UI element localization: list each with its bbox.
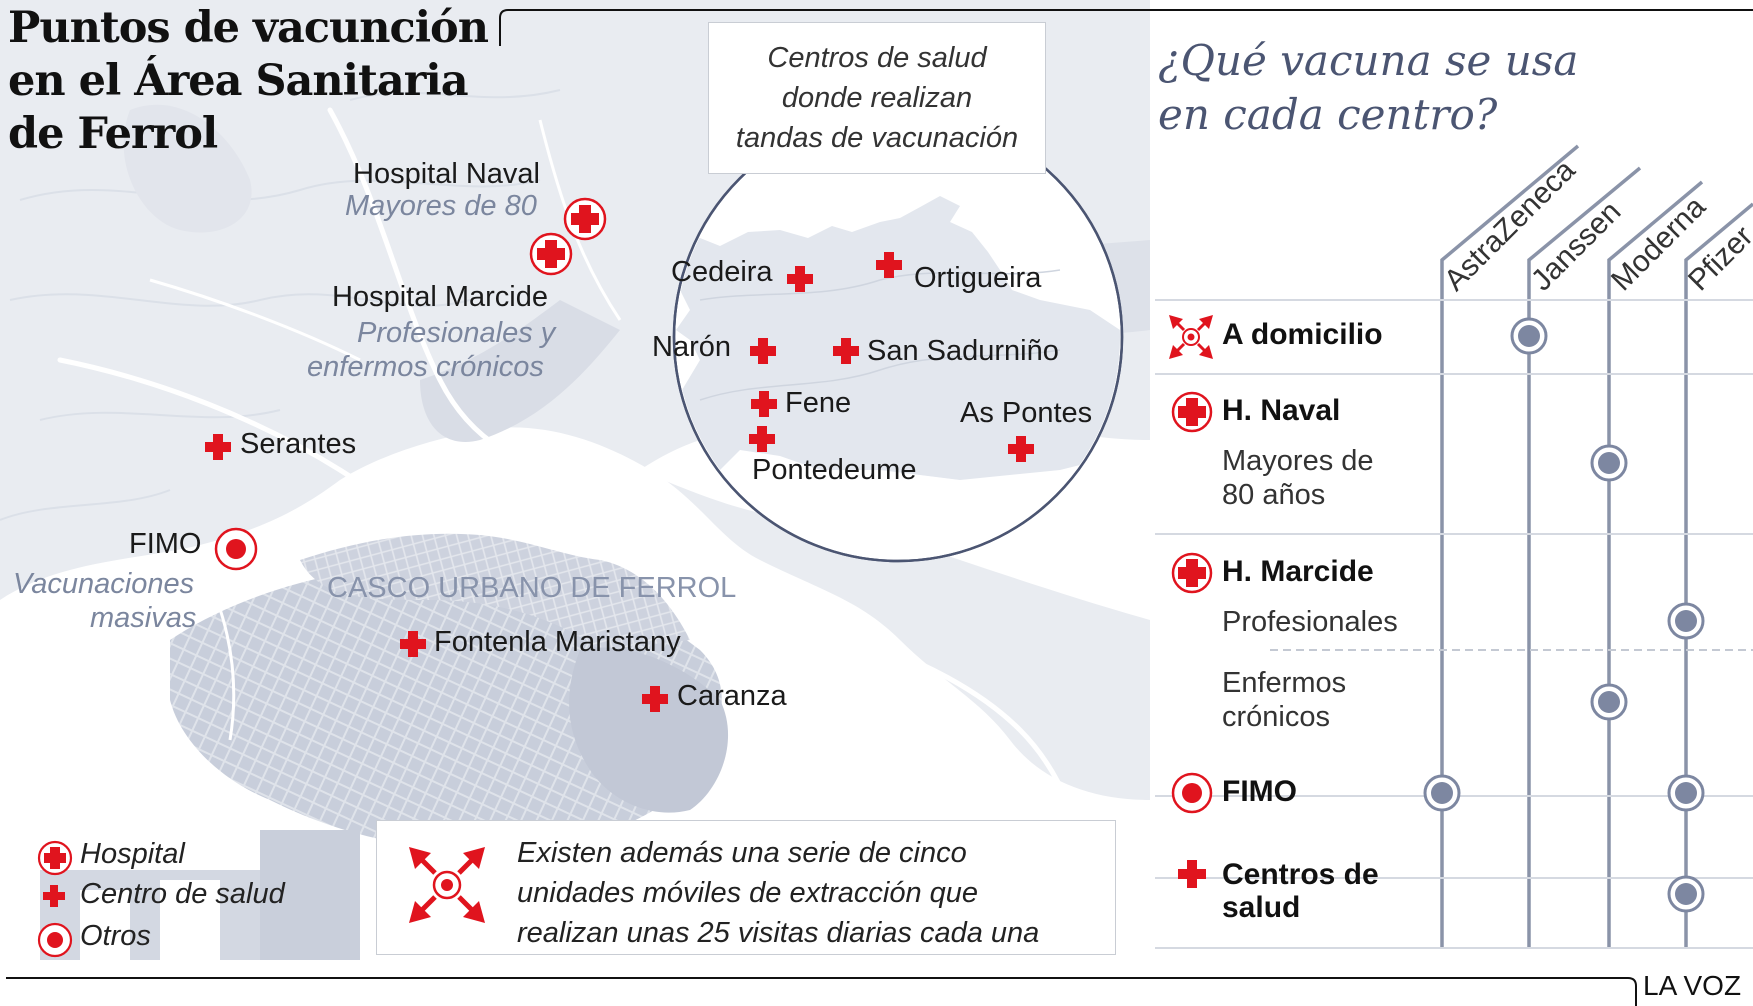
vaccine-table-title-line-2: en cada centro?	[1158, 90, 1498, 139]
note-hospital-marcide-1: Profesionales y	[357, 317, 556, 349]
note-line-3: realizan unas 25 visitas diarias cada un…	[517, 917, 1040, 949]
health-center-icon[interactable]	[832, 337, 860, 365]
other-point-icon	[1171, 772, 1213, 814]
inset-caption-line-1: Centros de salud	[767, 42, 987, 74]
label-caranza: Caranza	[677, 680, 787, 712]
legend-other-label: Otros	[80, 920, 151, 952]
health-center-icon[interactable]	[875, 251, 903, 279]
legend-health-center-icon	[43, 885, 65, 907]
inset-caption-line-3: tandas de vacunación	[735, 122, 1019, 154]
row-label-domicilio: A domicilio	[1222, 318, 1383, 351]
health-center-icon[interactable]	[786, 265, 814, 293]
label-fene: Fene	[785, 387, 852, 419]
note-line-1: Existen además una serie de cinco	[517, 837, 967, 869]
label-cedeira: Cedeira	[671, 256, 773, 288]
note-fimo-1: Vacunaciones	[13, 568, 195, 600]
note-line-2: unidades móviles de extracción que	[517, 877, 979, 909]
credit: LA VOZ	[1643, 970, 1742, 1001]
mobile-unit-icon	[1169, 315, 1213, 359]
label-pontedeume: Pontedeume	[752, 454, 917, 486]
row-sub-marcide-enf-line-2: crónicos	[1222, 701, 1330, 733]
label-ortigueira: Ortigueira	[914, 262, 1042, 294]
mobile-units-note: Existen además una serie de cinco unidad…	[376, 820, 1116, 955]
health-center-icon	[1178, 860, 1206, 888]
row-sub-marcide-enf-line-1: Enfermos	[1222, 667, 1347, 699]
row-label-naval: H. Naval	[1222, 394, 1341, 427]
legend-other-icon	[37, 922, 73, 958]
note-hospital-naval: Mayores de 80	[345, 190, 537, 222]
title-line-2: en el Área Sanitaria	[8, 56, 469, 106]
row-sub-naval-line-1: Mayores de	[1222, 445, 1374, 477]
title-line-3: de Ferrol	[8, 109, 218, 159]
row-sub-naval-line-2: 80 años	[1222, 479, 1326, 511]
row-label-centros-line-1: Centros de	[1222, 858, 1379, 891]
row-label-centros-line-2: salud	[1222, 891, 1301, 924]
label-naron: Narón	[652, 331, 731, 363]
health-center-icon[interactable]	[204, 433, 232, 461]
label-hospital-marcide: Hospital Marcide	[332, 281, 548, 313]
legend-hospital-icon	[37, 840, 73, 876]
label-fimo: FIMO	[129, 528, 202, 560]
note-text: Existen además una serie de cinco unidad…	[517, 833, 1039, 953]
page-title: Puntos de vacunción en el Área Sanitaria…	[8, 2, 489, 161]
legend-health-center-label: Centro de salud	[80, 878, 285, 910]
health-center-icon[interactable]	[1007, 435, 1035, 463]
health-center-icon[interactable]	[399, 630, 427, 658]
hospital-icon[interactable]	[528, 231, 574, 277]
label-hospital-naval: Hospital Naval	[353, 158, 540, 190]
label-fontenla-maristany: Fontenla Maristany	[434, 626, 681, 658]
row-sub-marcide-enf: Enfermos crónicos	[1222, 666, 1346, 734]
label-casco-urbano: CASCO URBANO DE FERROL	[327, 572, 737, 604]
label-san-sadurnino: San Sadurniño	[867, 335, 1059, 367]
label-serantes: Serantes	[240, 428, 357, 460]
health-center-icon[interactable]	[750, 390, 778, 418]
hospital-icon	[1171, 391, 1213, 433]
note-hospital-marcide-2: enfermos crónicos	[307, 351, 544, 383]
health-center-icon[interactable]	[641, 685, 669, 713]
row-label-centros: Centros de salud	[1222, 858, 1379, 924]
hospital-icon[interactable]	[562, 196, 608, 242]
row-sub-marcide-prof: Profesionales	[1222, 606, 1398, 638]
health-center-icon[interactable]	[749, 337, 777, 365]
note-fimo-2: masivas	[90, 602, 197, 634]
vaccine-table-title: ¿Qué vacuna se usa en cada centro?	[1158, 34, 1578, 142]
row-label-marcide: H. Marcide	[1222, 555, 1374, 588]
other-point-icon[interactable]	[213, 526, 259, 572]
row-label-fimo: FIMO	[1222, 775, 1297, 808]
title-line-1: Puntos de vacunción	[8, 3, 489, 53]
row-sub-naval: Mayores de 80 años	[1222, 444, 1374, 512]
inset-caption-box: Centros de salud donde realizan tandas d…	[708, 22, 1046, 174]
label-as-pontes: As Pontes	[960, 397, 1093, 429]
hospital-icon	[1171, 552, 1213, 594]
vaccine-grid	[1155, 144, 1753, 949]
mobile-unit-icon	[409, 847, 485, 923]
inset-caption-line-2: donde realizan	[781, 82, 973, 114]
health-center-icon[interactable]	[748, 425, 776, 453]
legend-hospital-label: Hospital	[80, 838, 185, 870]
vaccine-table-title-line-1: ¿Qué vacuna se usa	[1158, 36, 1579, 85]
